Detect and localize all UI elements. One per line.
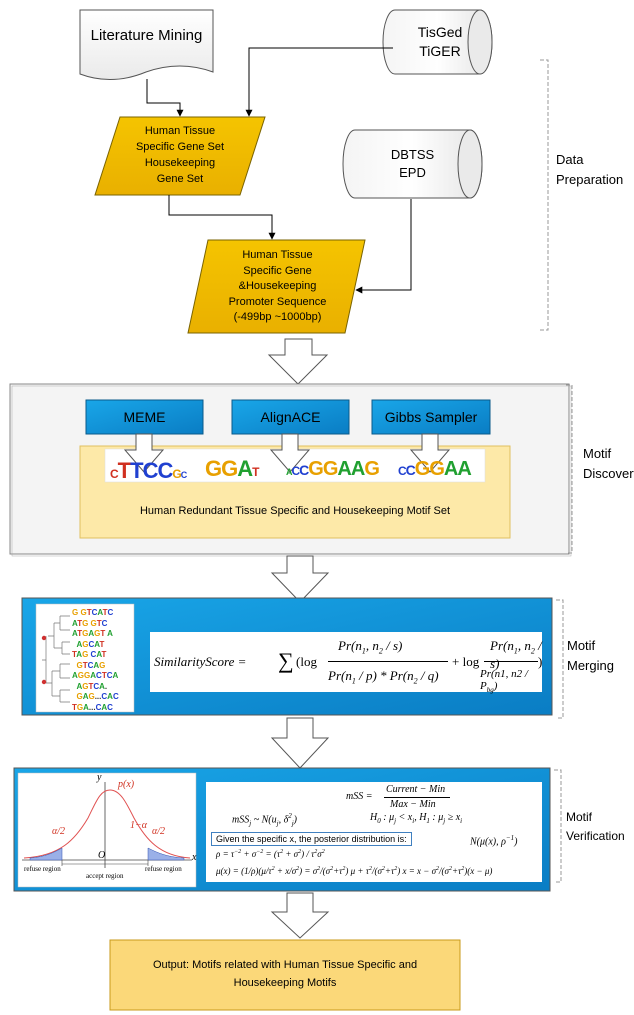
- flow-arrow-2: [270, 555, 330, 603]
- bracket-motif-merging: [556, 599, 564, 719]
- mu-formula: μ(x) = (1/ρ)(μ/τ2 + x/σ2) = σ2/(σ2+τ2) μ…: [216, 866, 493, 876]
- motif-verification-line-2: Verification: [566, 828, 625, 843]
- promoter-line-1: Human Tissue: [242, 248, 313, 261]
- plot-alpha-left-label: α/2: [52, 826, 66, 837]
- connector-literature-to-geneset: [146, 79, 184, 117]
- dbtss-database-cylinder: [342, 129, 483, 199]
- promoter-line-5: (-499bp ~1000bp): [233, 311, 322, 324]
- gene-set-line-1: Human Tissue: [144, 125, 216, 138]
- normal-distribution-plot: [22, 782, 192, 868]
- promoter-line-4: Promoter Sequence: [228, 295, 327, 308]
- bracket-motif-verification: [554, 769, 562, 883]
- dbtss-line-1: DBTSS: [390, 147, 435, 163]
- tool-box-alignace: [231, 399, 350, 435]
- tool-box-gibbs: [371, 399, 491, 435]
- section-motif-merging: Motif Merging: [567, 636, 614, 676]
- gene-set-label: Human Tissue Specific Gene Set Housekeep…: [110, 121, 250, 191]
- flow-arrow-1: [267, 338, 329, 385]
- plot-refuse-right-label: refuse region: [145, 865, 182, 873]
- connector-geneset-to-promoter: [168, 195, 276, 240]
- literature-mining-label: Literature Mining: [90, 26, 203, 44]
- flow-arrow-3: [270, 717, 330, 769]
- section-motif-discovery: Motif Discovery: [583, 444, 634, 484]
- tool-box-meme: [85, 399, 204, 435]
- dbtss-line-2: EPD: [399, 165, 426, 180]
- connector-tisged-to-geneset: [245, 47, 393, 117]
- sequence-logo-2: GGAT: [205, 456, 260, 481]
- dendrogram: [42, 615, 70, 703]
- similarity-formula: SimilarityScore = ∑ (log Pr(n1, n2 / s) …: [150, 632, 542, 694]
- motif-discovery-line-2: Discovery: [583, 466, 634, 482]
- plot-refuse-left-label: refuse region: [24, 865, 61, 873]
- output-line-2: Housekeeping Motifs: [233, 977, 337, 989]
- plot-px-label: p(x): [118, 779, 135, 790]
- promoter-line-2: Specific Gene: [243, 264, 312, 277]
- mss-distribution-formula: mSSj ~ N(uj, δ2j): [232, 812, 298, 828]
- tisged-database-cylinder: [382, 9, 493, 75]
- data-prep-line-1: Data: [556, 152, 584, 167]
- gene-set-parallelogram: [94, 116, 266, 196]
- tool-label-gibbs: Gibbs Sampler: [384, 408, 478, 425]
- gene-set-line-4: Gene Set: [156, 172, 204, 185]
- tool-arrow-meme: [123, 433, 165, 473]
- tool-label-meme: MEME: [123, 408, 166, 425]
- connector-dbtss-to-promoter: [355, 199, 412, 294]
- plot-one-minus-alpha-label: 1−α: [130, 820, 147, 831]
- gene-set-line-2: Specific Gene Set: [135, 141, 225, 154]
- motif-set-label: Human Redundant Tissue Specific and Hous…: [139, 504, 450, 517]
- posterior-formula: N(μ(x), ρ−1): [470, 834, 518, 848]
- motif-alignment: G GTCATC ATG GTC ATGAGT A AGCAT TAG CAT …: [72, 608, 119, 712]
- flow-arrow-4: [270, 892, 330, 939]
- motif-merging-line-1: Motif: [567, 638, 596, 653]
- output-line-1: Output: Motifs related with Human Tissue…: [152, 959, 418, 972]
- hypothesis-formula: H0 : μj < xi, H1 : μj ≥ xi: [370, 812, 463, 825]
- gene-set-line-3: Housekeeping: [144, 157, 216, 169]
- posterior-note: Given the specific x, the posterior dist…: [211, 832, 412, 846]
- plot-x-axis-label: x: [192, 852, 197, 863]
- section-data-preparation: Data Preparation: [556, 150, 623, 190]
- plot-origin-label: O: [98, 850, 106, 861]
- sequence-logo-1: CTTCCGC: [110, 458, 187, 483]
- tool-arrow-alignace: [269, 433, 311, 473]
- bracket-data-preparation: [540, 59, 549, 331]
- promoter-sequence-parallelogram: [187, 239, 366, 334]
- plot-alpha-right-label: α/2: [152, 826, 166, 837]
- motif-discovery-line-1: Motif: [583, 446, 612, 461]
- tool-arrow-gibbs: [409, 433, 451, 473]
- section-motif-verification: Motif Verification: [566, 808, 625, 845]
- literature-document-shape: [79, 9, 214, 81]
- tool-label-alignace: AlignACE: [260, 408, 321, 425]
- tisged-line-1: TisGed: [417, 24, 463, 41]
- bracket-motif-discovery: [566, 384, 573, 554]
- plot-accept-label: accept region: [86, 872, 124, 880]
- output-label: Output: Motifs related with Human Tissue…: [110, 950, 460, 1000]
- formula-lhs: SimilarityScore =: [154, 654, 247, 669]
- motif-verification-line-1: Motif: [566, 810, 593, 824]
- tisged-label: TisGed TiGER: [398, 18, 482, 66]
- plot-y-axis-label: y: [97, 772, 102, 783]
- dbtss-label: DBTSS EPD: [355, 140, 470, 188]
- promoter-label: Human Tissue Specific Gene &Housekeeping…: [200, 246, 355, 328]
- output-box: [109, 939, 461, 1011]
- promoter-line-3: &Housekeeping: [238, 280, 317, 293]
- motif-merging-line-2: Merging: [567, 658, 614, 674]
- sequence-logo-3: ACCGGAAG: [286, 458, 380, 480]
- sequence-logo-4: CCGGAA: [398, 458, 472, 480]
- data-prep-line-2: Preparation: [556, 172, 624, 188]
- rho-formula: ρ = τ−2 + σ−2 = (τ2 + σ2) / τ2σ2: [216, 849, 325, 859]
- tisged-line-2: TiGER: [419, 43, 461, 59]
